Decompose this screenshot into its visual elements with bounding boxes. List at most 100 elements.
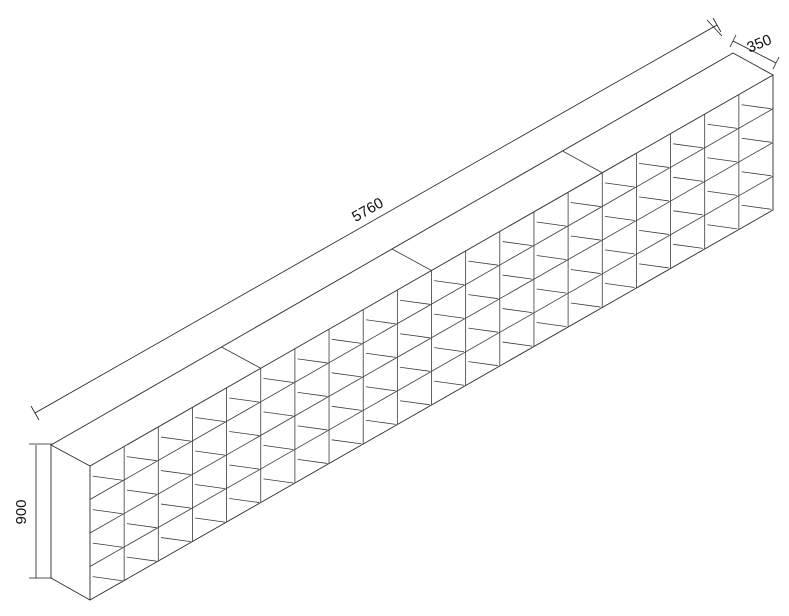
depth-dimension-tick-left — [729, 34, 737, 48]
cubby-depth-line — [365, 319, 396, 325]
cubby-depth-line — [160, 537, 191, 543]
cubby-depth-line — [741, 137, 772, 143]
cubby-depth-line — [297, 358, 328, 364]
cubby-depth-line — [502, 341, 533, 347]
length-dimension-tick-right — [712, 17, 722, 33]
cubby-depth-line — [536, 322, 567, 328]
cubby-depth-line — [229, 397, 260, 403]
cubby-depth-line — [707, 190, 738, 196]
cubby-depth-line — [570, 202, 601, 207]
cubby-depth-line — [331, 405, 362, 411]
cubby-depth-line — [229, 464, 260, 470]
cubby-depth-line — [604, 216, 635, 221]
cubby-depth-line — [126, 523, 157, 529]
cubby-depth-line — [536, 221, 567, 227]
cubby-depth-line — [570, 269, 601, 274]
cubby-depth-line — [195, 517, 225, 523]
cubby-depth-line — [263, 445, 294, 450]
cubby-depth-line — [160, 503, 191, 509]
depth-dimension-label: 350 — [745, 31, 775, 56]
length-dimension-label: 5760 — [349, 194, 386, 225]
cubby-depth-line — [604, 249, 635, 255]
top-right-edge — [732, 52, 774, 76]
cubby-depth-line — [434, 380, 464, 386]
cubby-depth-line — [639, 229, 669, 235]
side-bottom-edge — [50, 577, 91, 601]
length-extension-line — [706, 19, 723, 37]
height-dimension: 900 — [13, 443, 52, 579]
cubby-depth-line — [92, 509, 123, 515]
cubby-depth-line — [297, 391, 328, 397]
cubby-depth-line — [365, 386, 396, 392]
cubby-depth-line — [263, 378, 294, 383]
top-left-edge — [50, 444, 91, 467]
depth-dimension-tick-right — [772, 56, 780, 70]
cubby-depth-line — [160, 436, 191, 442]
cubby-depth-line — [741, 104, 772, 110]
shelf-line — [89, 108, 774, 500]
cubby-depth-line — [400, 400, 430, 406]
cubby-depth-line — [297, 458, 328, 464]
cubby-depth-line — [707, 157, 738, 163]
cubby-depth-line — [502, 308, 533, 314]
cubby-depth-line — [92, 475, 123, 481]
cubby-depth-line — [502, 241, 533, 247]
cubby-depth-line — [604, 182, 635, 188]
length-dimension-line — [34, 24, 718, 414]
cubby-depth-line — [604, 283, 635, 288]
cubby-depth-line — [468, 294, 499, 300]
cubby-depth-line — [673, 210, 704, 216]
cubby-depth-line — [331, 372, 362, 378]
shelf-line — [89, 142, 774, 534]
cubby-depth-line — [468, 327, 499, 333]
cubby-depth-line — [126, 489, 157, 495]
cubby-depth-line — [365, 419, 396, 425]
cubby-depth-line — [639, 263, 669, 269]
cubby-depth-line — [195, 450, 225, 456]
cubby-depth-line — [92, 576, 123, 582]
cubby-depth-line — [741, 204, 772, 210]
cubby-depth-line — [434, 313, 464, 319]
cubby-depth-line — [741, 171, 772, 177]
cubby-depth-line — [126, 556, 157, 562]
cubby-depth-line — [434, 347, 464, 353]
height-dimension-label: 900 — [13, 499, 30, 524]
cubby-depth-line — [126, 456, 157, 462]
cubby-depth-line — [707, 123, 738, 129]
cubby-depth-line — [434, 280, 464, 286]
cubby-depth-line — [502, 274, 533, 280]
cubby-depth-line — [400, 333, 430, 339]
cubby-depth-line — [400, 366, 430, 372]
cubby-depth-line — [570, 302, 601, 308]
cubby-depth-line — [229, 431, 260, 436]
module-seam — [562, 150, 603, 174]
cubby-depth-line — [639, 196, 669, 202]
cubby-depth-line — [536, 255, 567, 261]
cubby-depth-line — [673, 243, 704, 249]
cubby-depth-line — [331, 439, 362, 445]
cubby-depth-line — [331, 338, 362, 344]
cubby-depth-line — [365, 352, 396, 358]
depth-dimension-line — [732, 40, 777, 64]
cubby-depth-line — [297, 425, 328, 431]
cubby-depth-line — [468, 260, 499, 266]
cubby-depth-line — [639, 162, 669, 168]
length-dimension: 5760 — [30, 17, 723, 421]
cubby-depth-line — [707, 224, 738, 230]
shelving-structure — [50, 52, 774, 601]
cubby-depth-line — [673, 143, 704, 149]
module-seam — [391, 248, 432, 271]
cubby-depth-line — [229, 498, 260, 503]
cubby-depth-line — [570, 235, 601, 241]
shelf-line — [89, 175, 774, 567]
cubby-depth-line — [673, 176, 704, 182]
cubby-depth-line — [400, 299, 430, 305]
depth-dimension: 350 — [729, 31, 780, 70]
cubby-depth-line — [536, 288, 567, 294]
cubby-depth-line — [263, 411, 294, 417]
cubby-depth-line — [195, 484, 225, 490]
cubby-depth-line — [195, 417, 225, 423]
cubby-depth-line — [160, 470, 191, 476]
cubby-depth-line — [92, 542, 123, 548]
